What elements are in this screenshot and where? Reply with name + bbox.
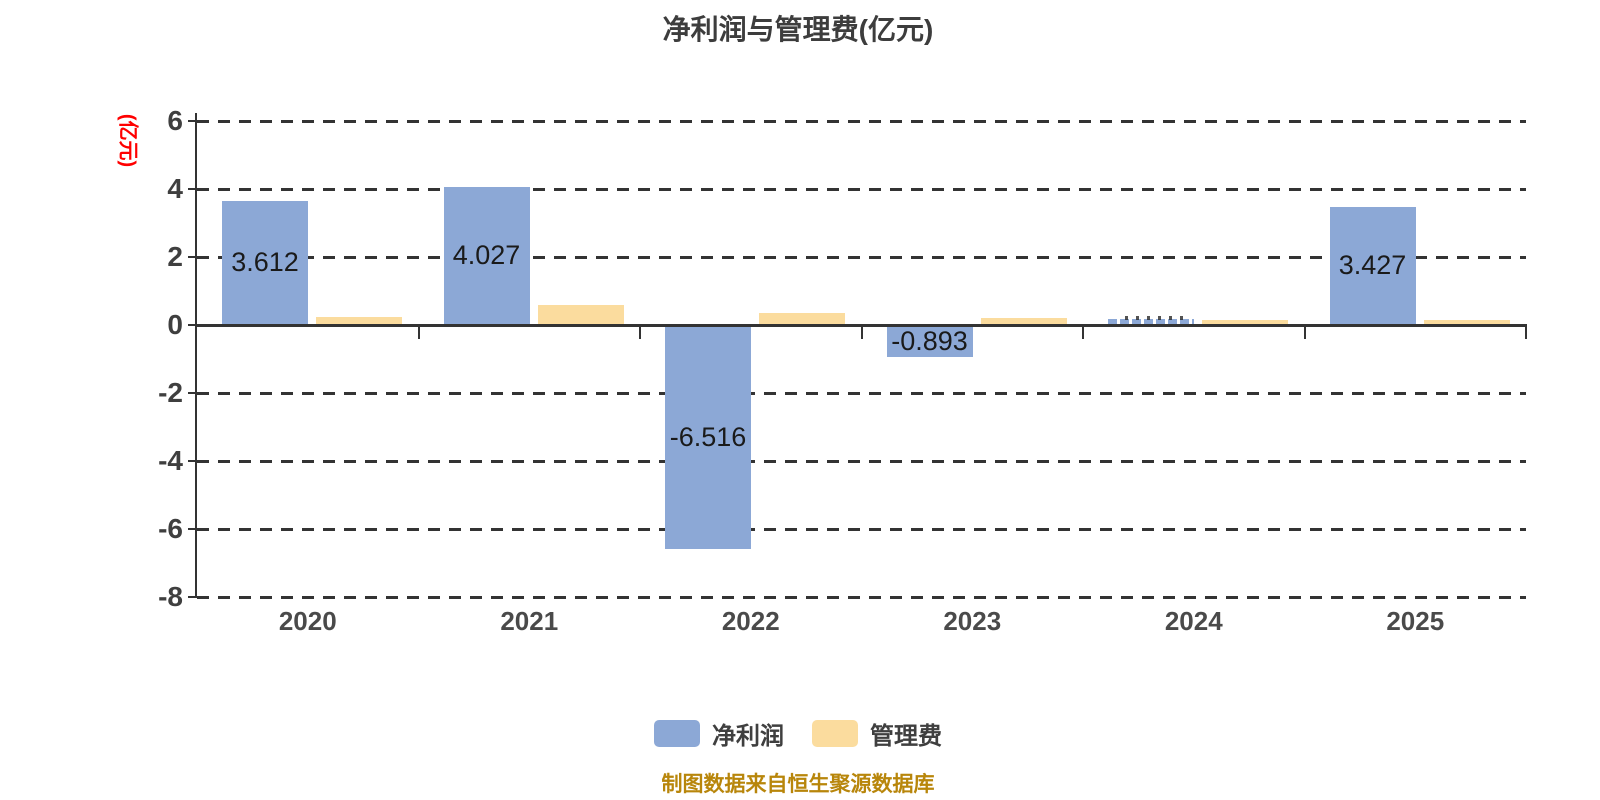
- bar-value-label: -6.516: [669, 421, 747, 452]
- y-tick-label: -6: [158, 513, 183, 544]
- net-profit-bar-2020[interactable]: [222, 201, 308, 324]
- bar-value-label: 3.427: [1338, 249, 1407, 280]
- mgmt-fee-bar-2024[interactable]: [1202, 319, 1288, 324]
- gridline-y-2: [197, 256, 1526, 259]
- x-tick-label-2023[interactable]: 2023: [943, 606, 1002, 636]
- chart-title: 净利润与管理费(亿元): [662, 14, 934, 45]
- x-axis-zero-line: [196, 324, 1527, 327]
- net-profit-bar-2024[interactable]: [1108, 319, 1194, 324]
- net-profit-swatch: [654, 720, 700, 747]
- x-tick-label-2022[interactable]: 2022: [721, 606, 780, 636]
- y-axis-tick: [188, 188, 197, 190]
- gridline-y-4: [197, 188, 1526, 191]
- net-profit-tiny-label-marks: [1125, 316, 1187, 320]
- data-source-note: 制图数据来自恒生聚源数据库: [661, 773, 935, 796]
- y-axis-tick: [188, 460, 197, 462]
- mgmt-fee-bar-2020[interactable]: [316, 316, 402, 324]
- mgmt-fee-bar-2022[interactable]: [759, 312, 845, 324]
- y-axis-tick: [188, 596, 197, 598]
- y-axis-line: [195, 113, 197, 598]
- mgmt-fee-bar-2025[interactable]: [1423, 320, 1510, 324]
- x-tick-label-2020[interactable]: 2020: [278, 606, 337, 636]
- y-axis-tick: [188, 528, 197, 530]
- legend-label: 净利润: [712, 723, 784, 750]
- y-tick-label: -8: [158, 581, 183, 612]
- gridline-y--2: [197, 392, 1526, 395]
- gridline-y--4: [197, 460, 1526, 463]
- x-axis-tick: [639, 326, 641, 339]
- x-axis-tick: [860, 326, 863, 339]
- legend-label: 管理费: [870, 723, 942, 750]
- y-tick-label: 4: [167, 173, 183, 204]
- gridline-y-6: [197, 120, 1526, 123]
- x-axis-tick: [417, 326, 420, 339]
- bar-value-label: 3.612: [231, 246, 299, 277]
- x-axis-tick: [1303, 326, 1306, 339]
- bar-value-label: -0.893: [891, 326, 968, 357]
- y-tick-label: 6: [167, 105, 183, 136]
- y-axis-tick: [188, 120, 197, 122]
- net-profit-bar-2022[interactable]: [665, 327, 751, 549]
- net-profit-bar-2021[interactable]: [443, 187, 530, 324]
- gridline-y--8: [197, 596, 1526, 599]
- net-profit-bar-2023[interactable]: [886, 327, 973, 358]
- y-tick-label: -4: [158, 445, 183, 476]
- gridline-y--6: [197, 528, 1526, 531]
- net-profit-bar-2025[interactable]: [1329, 207, 1416, 324]
- legend-item-net-profit[interactable]: 净利润: [654, 716, 784, 751]
- mgmt-fee-bar-2021[interactable]: [537, 304, 624, 324]
- x-tick-label-2021[interactable]: 2021: [500, 606, 559, 636]
- y-axis-tick: [188, 392, 197, 394]
- legend: 净利润 管理费: [0, 716, 1596, 751]
- bar-value-label: 4.027: [452, 239, 521, 270]
- x-axis-tick: [1082, 326, 1084, 339]
- x-tick-label-2025[interactable]: 2025: [1386, 606, 1445, 636]
- y-tick-label: -2: [158, 377, 183, 408]
- y-axis-tick: [188, 256, 197, 258]
- mgmt-fee-bar-2023[interactable]: [980, 317, 1067, 324]
- x-tick-label-2024[interactable]: 2024: [1164, 606, 1223, 636]
- y-axis-tick: [188, 324, 197, 326]
- y-tick-label: 2: [167, 241, 183, 272]
- y-tick-label: 0: [167, 309, 183, 340]
- x-axis-tick: [1525, 326, 1527, 339]
- mgmt-fee-swatch: [812, 720, 858, 747]
- legend-item-mgmt-fee[interactable]: 管理费: [812, 716, 942, 751]
